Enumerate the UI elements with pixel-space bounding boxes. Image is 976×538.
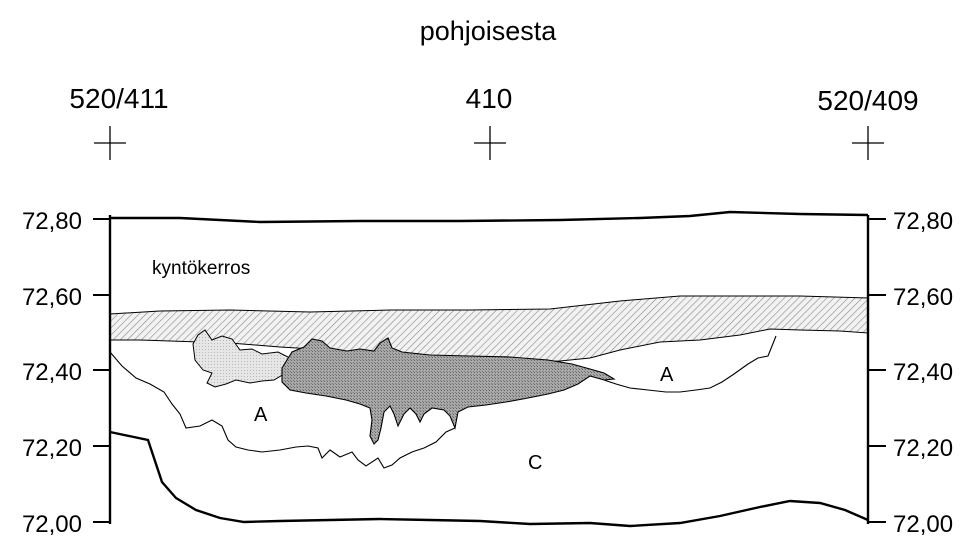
diagram-title: pohjoisesta (420, 16, 558, 46)
left-tick-label: 72,00 (22, 511, 82, 538)
left-tick-label: 72,80 (22, 208, 82, 235)
a-layer-boundary-right (603, 335, 777, 393)
grid-cross-right (852, 126, 884, 160)
grid-point-label-right: 520/409 (817, 85, 918, 116)
a-layer-label-right: A (660, 364, 674, 386)
left-scale-ticks (93, 218, 110, 523)
grid-point-label-center: 410 (466, 83, 513, 114)
right-scale-ticks (868, 218, 886, 523)
left-tick-label: 72,60 (22, 284, 82, 311)
right-tick-label: 72,20 (893, 435, 953, 462)
ground-surface-line (110, 210, 869, 224)
right-tick-label: 72,60 (893, 284, 953, 311)
topsoil-label: kyntökerros (152, 258, 250, 279)
right-tick-label: 72,00 (893, 511, 953, 538)
right-tick-label: 72,40 (893, 359, 953, 386)
grid-cross-left (94, 126, 126, 160)
grid-cross-center (474, 126, 506, 160)
a-layer-label-left: A (254, 404, 268, 426)
a-layer-boundary-left (109, 351, 456, 469)
left-tick-label: 72,20 (22, 435, 82, 462)
c-layer-label: C (528, 452, 542, 474)
dark-stipple-feature (281, 337, 616, 445)
hatched-layer (109, 295, 869, 364)
section-bottom-line (109, 430, 869, 528)
left-tick-label: 72,40 (22, 359, 82, 386)
grid-point-label-left: 520/411 (69, 83, 168, 114)
right-tick-label: 72,80 (893, 208, 953, 235)
